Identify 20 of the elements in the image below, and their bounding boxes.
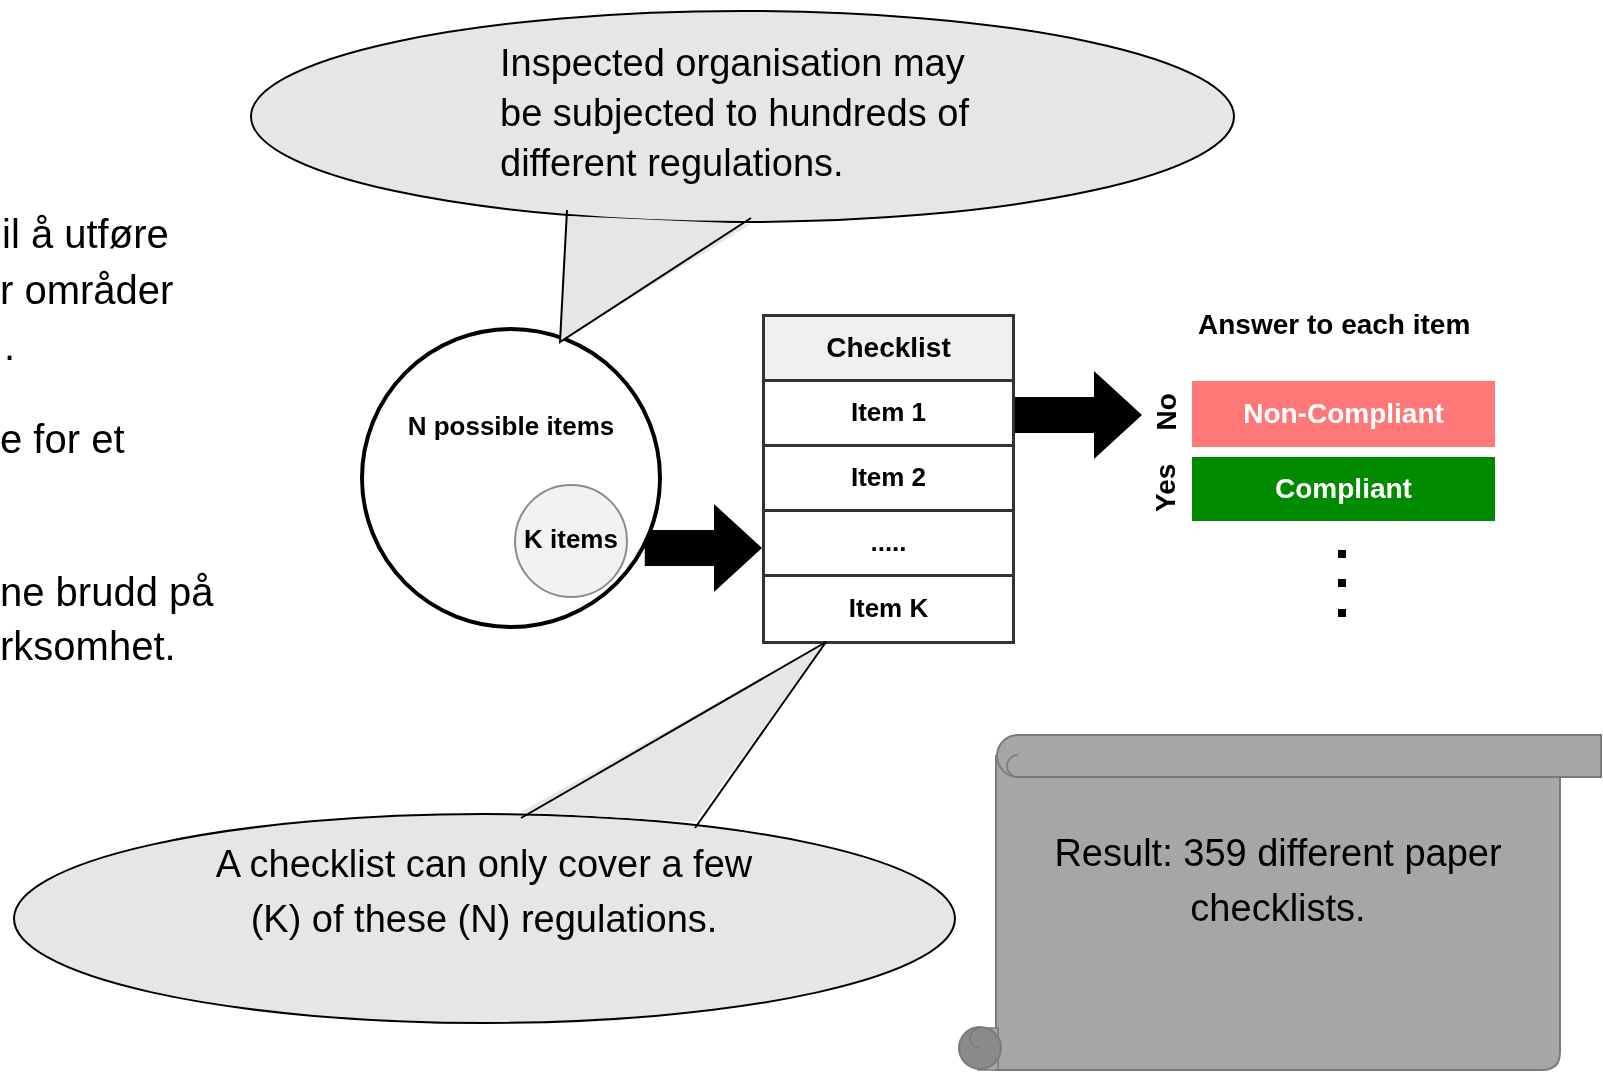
node-label: N possible items <box>406 411 616 443</box>
table-header: Checklist <box>765 317 1012 382</box>
body-text: r områder <box>0 267 174 314</box>
heading: Answer to each item <box>1198 308 1471 342</box>
callout-text: A checklist can only cover a few (K) of these (N) regulations. <box>214 842 754 943</box>
body-text: rksomhet. <box>0 623 176 670</box>
block-arrow <box>644 504 762 592</box>
checklist-table <box>762 314 1015 644</box>
answer-label: Yes <box>1149 463 1183 512</box>
body-text: e for et <box>0 416 125 463</box>
node-label: K items <box>523 524 619 556</box>
body-text: il å utføre <box>2 211 169 258</box>
answer-bar: Compliant <box>1192 457 1495 521</box>
body-text: ne brudd på <box>0 569 214 616</box>
block-arrow <box>1015 371 1142 459</box>
body-text: . <box>4 323 16 370</box>
answer-label: No <box>1149 393 1183 431</box>
callout-text: Inspected organisation may be subjected to hundreds of different regulations. <box>500 41 970 187</box>
answer-bar: Non-Compliant <box>1192 381 1495 447</box>
banner-text: Result: 359 different paper checklists. <box>1053 831 1503 932</box>
